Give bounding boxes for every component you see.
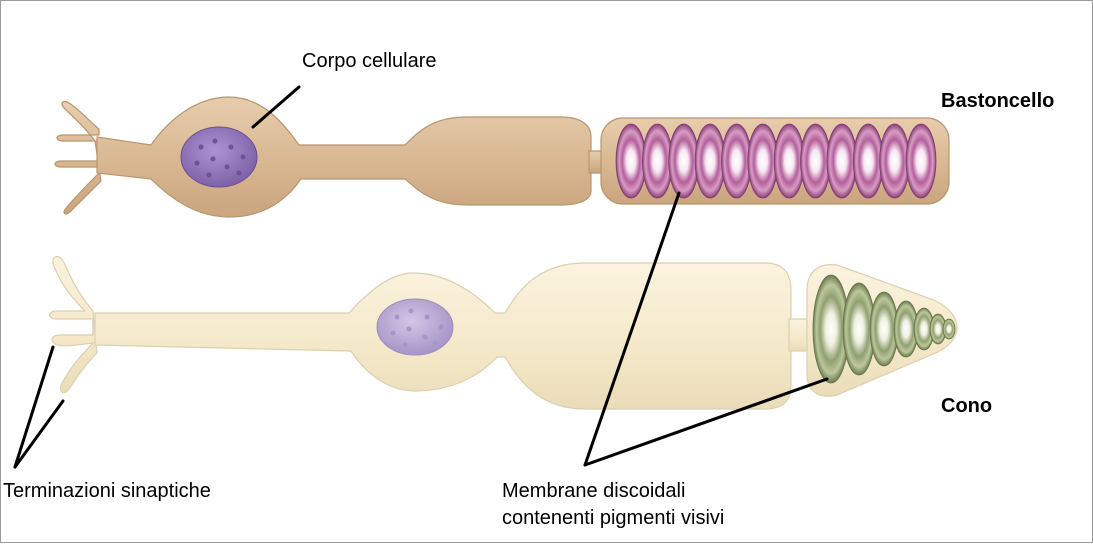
- rod-disc: [668, 123, 700, 199]
- rod-disc: [747, 123, 779, 199]
- cone-cell: [48, 255, 958, 410]
- cone-connecting-cilium: [788, 318, 810, 352]
- leader-corpo-cellulare: [251, 85, 301, 129]
- rod-disc: [905, 123, 937, 199]
- rod-discs: [615, 123, 937, 199]
- cone-nucleus: [376, 298, 454, 356]
- rod-disc: [773, 123, 805, 199]
- cone-synaptic-terminal: [48, 255, 98, 394]
- label-terminazioni-sinaptiche: Terminazioni sinaptiche: [3, 480, 211, 502]
- rod-cell: [54, 96, 950, 218]
- rod-disc: [852, 123, 884, 199]
- label-bastoncello: Bastoncello: [941, 90, 1055, 112]
- cone-discs: [812, 274, 956, 384]
- rod-disc: [721, 123, 752, 199]
- rod-disc: [615, 123, 647, 199]
- rod-nucleus: [180, 126, 258, 188]
- rod-disc: [642, 123, 673, 199]
- rod-disc: [694, 123, 726, 199]
- rod-synaptic-terminal: [54, 100, 102, 215]
- cone-disc: [942, 318, 956, 340]
- rod-disc: [826, 123, 858, 199]
- leader-membrane-cone: [583, 377, 829, 467]
- rod-disc: [800, 123, 831, 199]
- leader-terminazioni-lower: [13, 399, 65, 469]
- rod-disc: [879, 123, 910, 199]
- label-membrane-line1: Membrane discoidali: [502, 480, 686, 502]
- label-membrane-line2: contenenti pigmenti visivi: [502, 507, 725, 529]
- label-corpo-cellulare: Corpo cellulare: [302, 50, 437, 72]
- leader-terminazioni-upper: [13, 345, 55, 469]
- leader-membrane-rod: [583, 191, 681, 467]
- label-cono: Cono: [941, 395, 993, 417]
- rod-body-outline: [96, 96, 592, 218]
